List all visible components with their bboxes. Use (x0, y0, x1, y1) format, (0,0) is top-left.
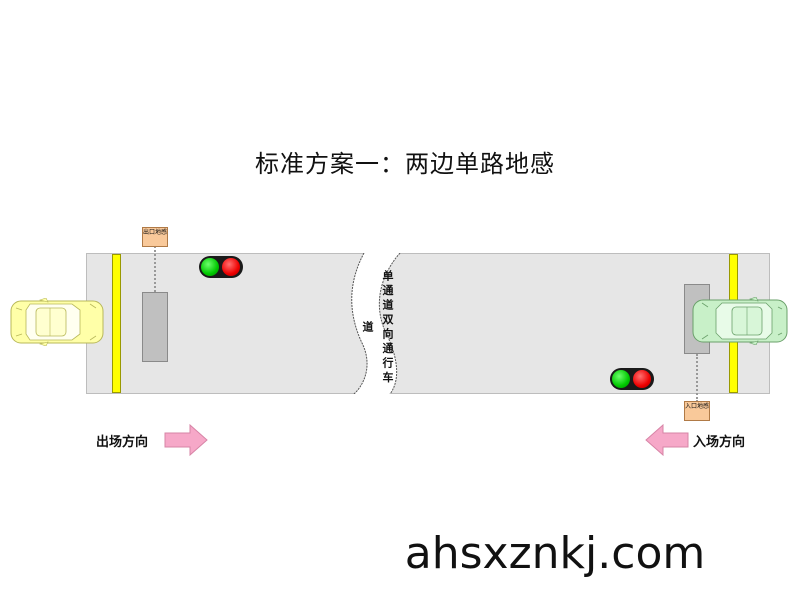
exit-direction-label: 出场方向 (96, 435, 149, 450)
green-lamp (612, 370, 630, 388)
red-lamp (222, 258, 240, 276)
road-lane (86, 253, 770, 394)
exit-traffic-light-icon (199, 256, 243, 278)
entry-direction-label: 入场方向 (693, 435, 746, 450)
road-break-divider (351, 253, 401, 394)
arrow-left-icon (645, 424, 689, 456)
lane-description-vertical-text: 单通道双向通行车道 (361, 270, 394, 386)
entry-sensor-label: 入口地感 (684, 401, 710, 421)
entry-sensor-wire (696, 354, 698, 402)
diagram-title: 标准方案一：两边单路地感 (255, 150, 555, 178)
exit-stop-line (112, 254, 121, 393)
red-lamp (633, 370, 651, 388)
entry-traffic-light-icon (610, 368, 654, 390)
exit-ground-loop-sensor (142, 292, 168, 362)
exit-car-icon (10, 298, 104, 346)
entry-car-icon (692, 297, 788, 345)
green-lamp (201, 258, 219, 276)
exit-sensor-label: 出口地感 (142, 227, 168, 247)
arrow-right-icon (164, 424, 208, 456)
exit-sensor-wire (154, 246, 156, 292)
watermark-text: ahsxznkj.com (404, 528, 706, 579)
